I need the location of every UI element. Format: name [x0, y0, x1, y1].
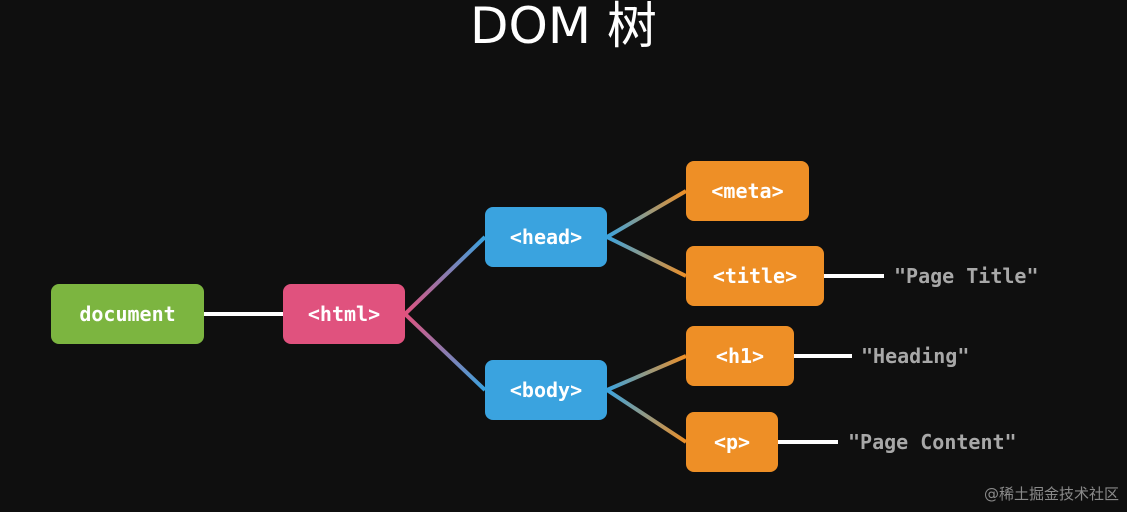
h1-node: <h1> — [686, 326, 794, 386]
edge-html-body — [403, 312, 487, 392]
html-node: <html> — [283, 284, 405, 344]
edge-body-h1 — [606, 354, 687, 392]
edge-html-head — [403, 235, 487, 316]
page-title: DOM 树 — [470, 0, 657, 55]
body-node: <body> — [485, 360, 607, 420]
p-node: <p> — [686, 412, 778, 472]
meta-node: <meta> — [686, 161, 809, 221]
edge-body-p — [605, 388, 688, 444]
title-text-value: "Page Title" — [894, 264, 1039, 288]
document-node: document — [51, 284, 204, 344]
edge-head-meta — [605, 189, 688, 239]
title-node: <title> — [686, 246, 824, 306]
p-text-value: "Page Content" — [848, 430, 1017, 454]
edge-head-title — [606, 235, 687, 278]
h1-text-value: "Heading" — [861, 344, 970, 368]
watermark: @稀土掘金技术社区 — [983, 485, 1119, 503]
head-node: <head> — [485, 207, 607, 267]
